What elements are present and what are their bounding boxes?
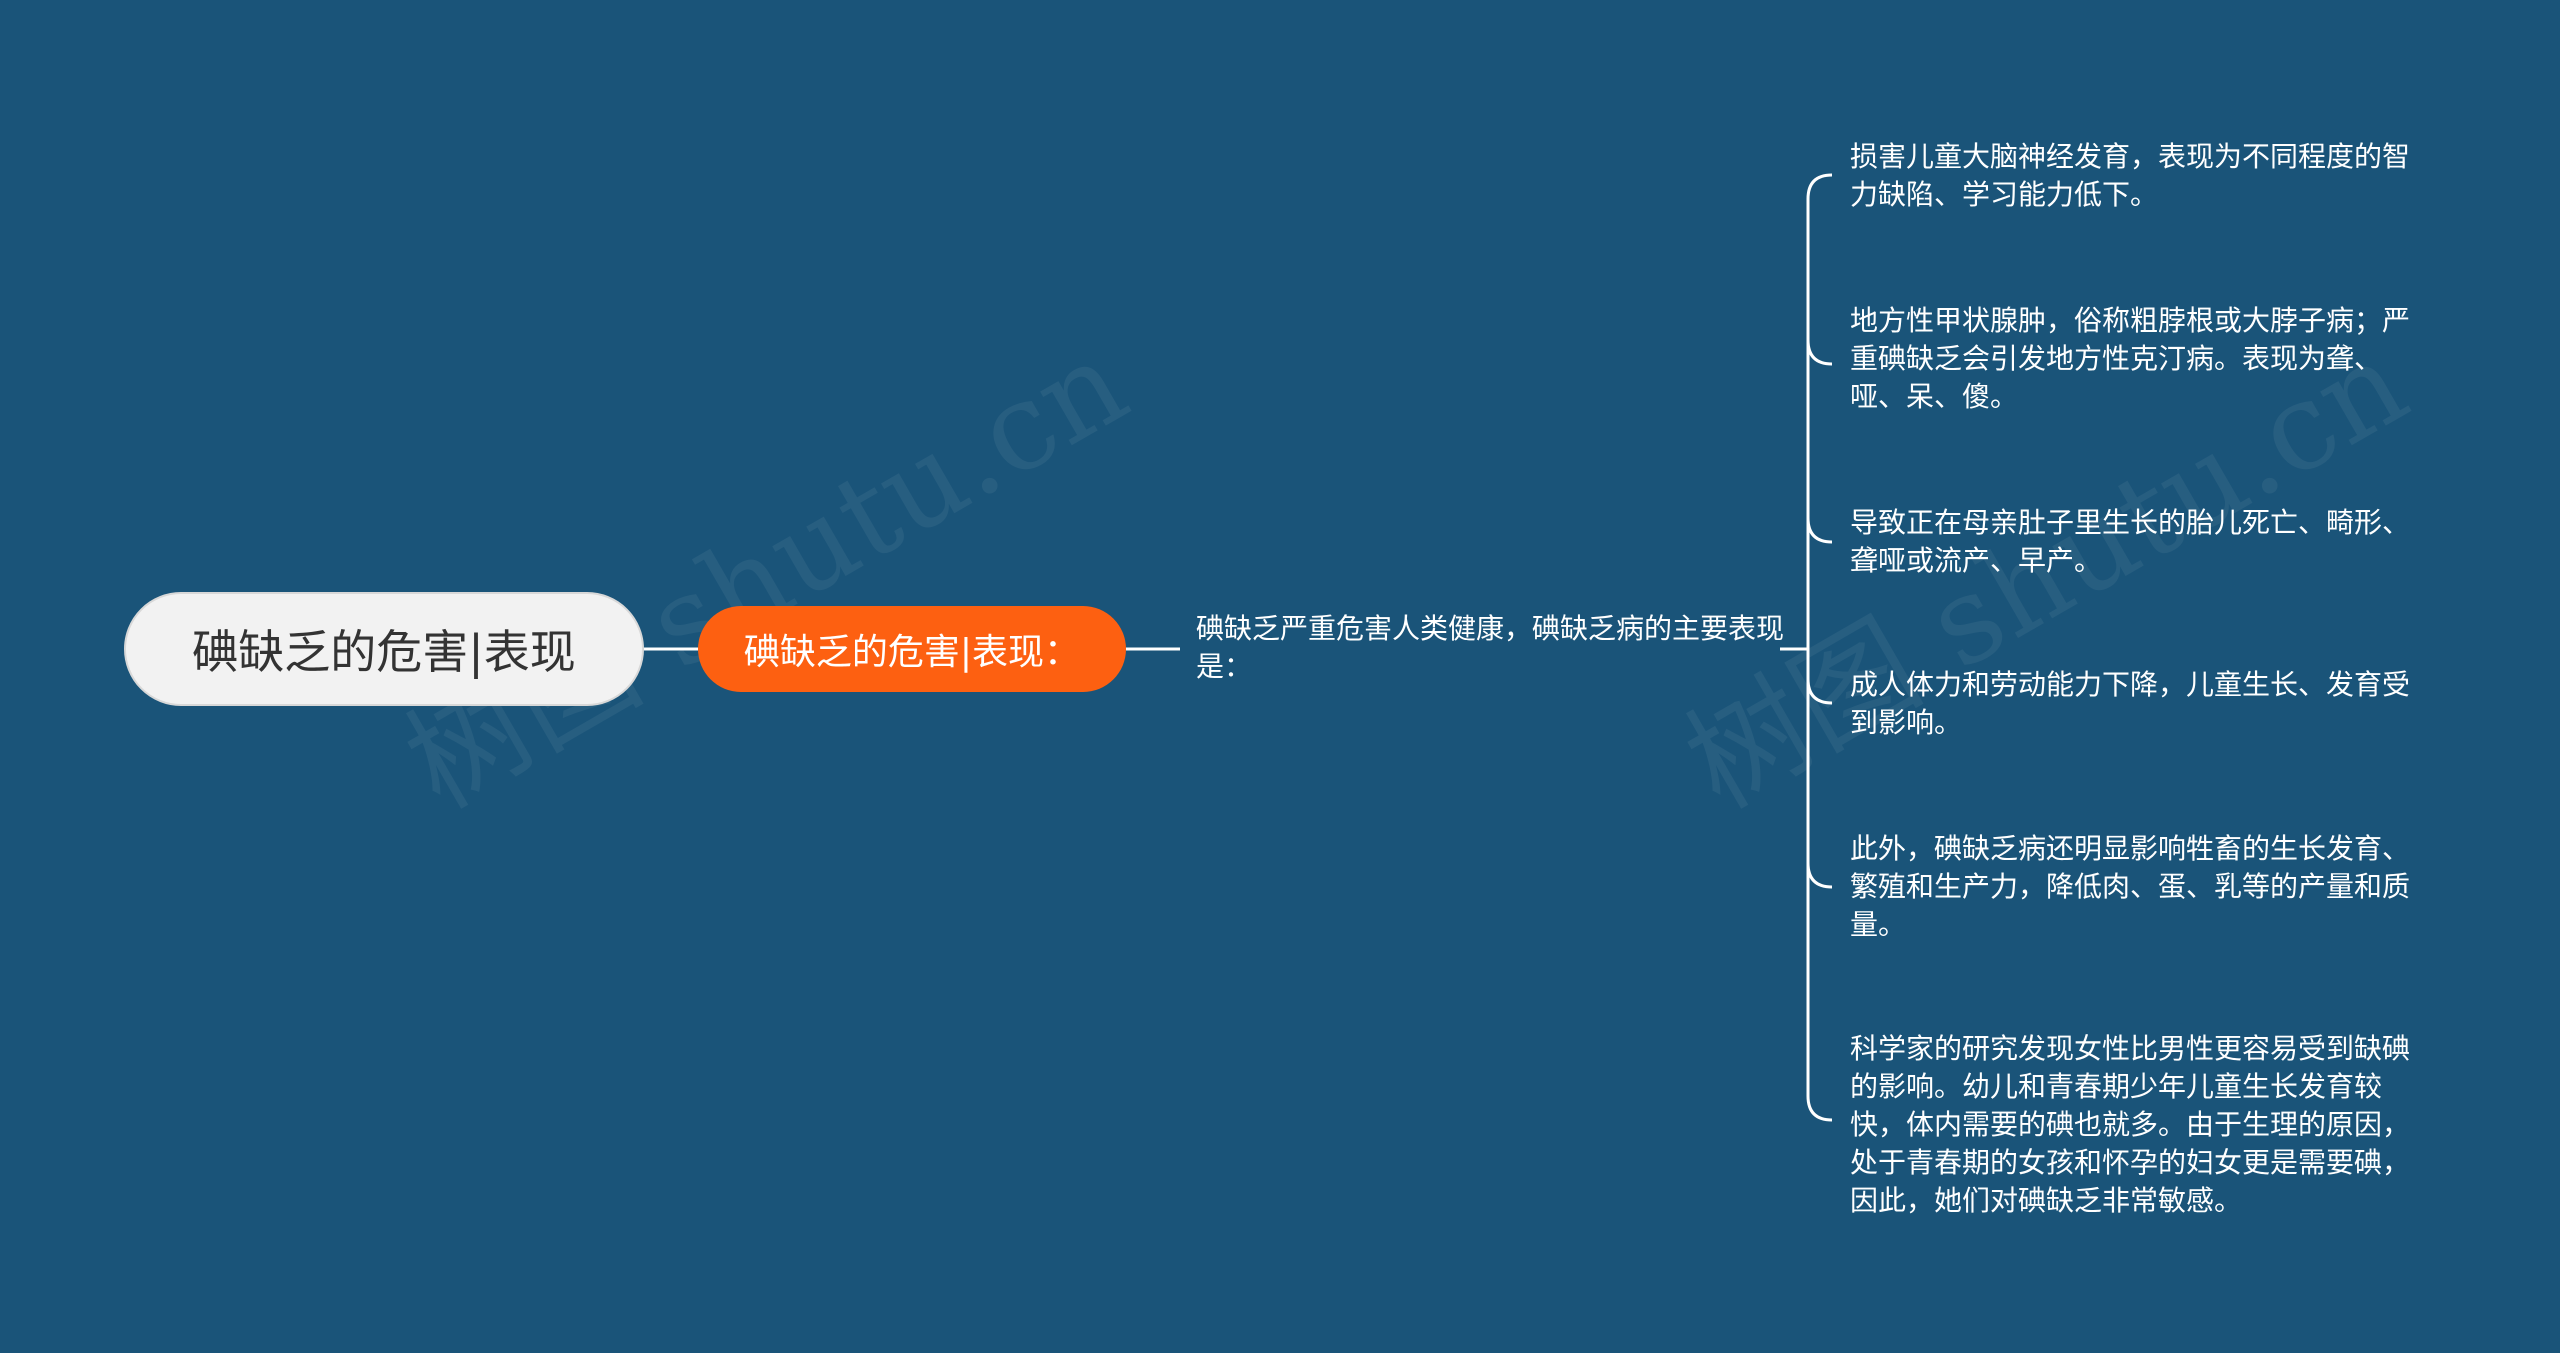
root-node[interactable]: 碘缺乏的危害|表现 — [124, 592, 644, 706]
leaf-node[interactable]: 地方性甲状腺肿，俗称粗脖根或大脖子病；严重碘缺乏会引发地方性克汀病。表现为聋、哑… — [1850, 304, 2411, 413]
leaf-node[interactable]: 损害儿童大脑神经发育，表现为不同程度的智力缺陷、学习能力低下。 — [1850, 140, 2411, 211]
leaf-tick-5 — [1806, 862, 1833, 889]
leaf-node[interactable]: 成人体力和劳动能力下降，儿童生长、发育受到影响。 — [1850, 668, 2411, 739]
leaf-tick-2 — [1806, 339, 1833, 366]
leaf-node[interactable]: 此外，碘缺乏病还明显影响牲畜的生长发育、繁殖和生产力，降低肉、蛋、乳等的产量和质… — [1850, 832, 2411, 941]
leaf-tick-3 — [1806, 517, 1833, 544]
leaf-node[interactable]: 导致正在母亲肚子里生长的胎儿死亡、畸形、聋哑或流产、早产。 — [1850, 506, 2411, 577]
leaf-node[interactable]: 科学家的研究发现女性比男性更容易受到缺碘的影响。幼儿和青春期少年儿童生长发育较快… — [1850, 1032, 2411, 1217]
branch-node[interactable]: 碘缺乏的危害|表现： — [698, 606, 1126, 692]
leaf-bracket — [1806, 173, 1833, 1122]
summary-node[interactable]: 碘缺乏严重危害人类健康，碘缺乏病的主要表现是： — [1196, 612, 1785, 683]
leaf-tick-4 — [1806, 678, 1833, 705]
